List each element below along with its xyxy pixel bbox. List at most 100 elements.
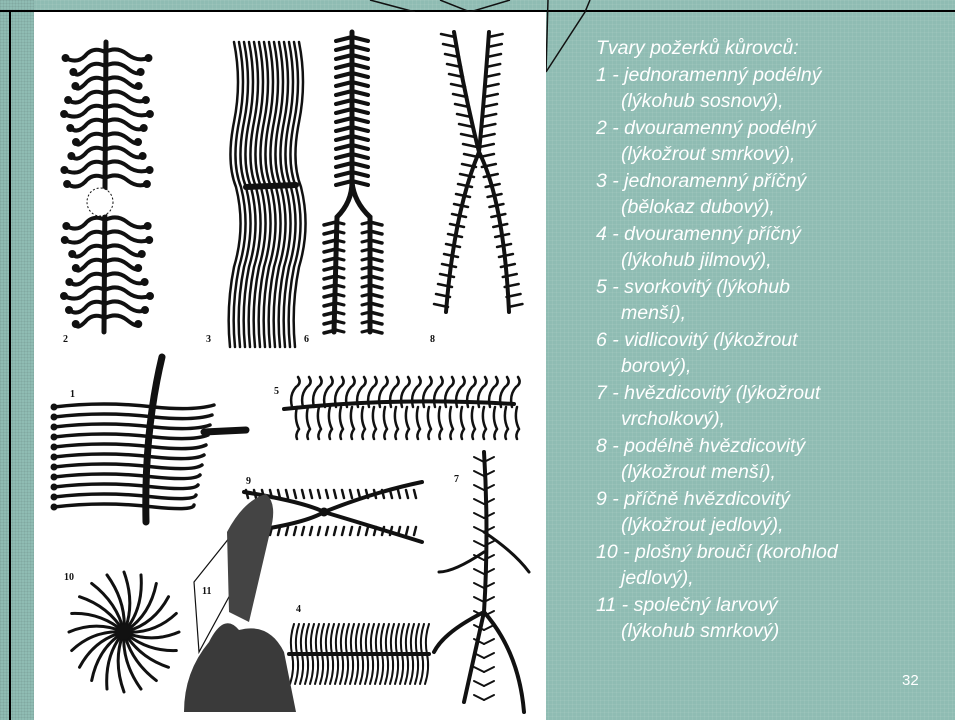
pattern-6-branch xyxy=(336,321,344,323)
pattern-1-tip xyxy=(51,504,57,510)
pattern-7-twig xyxy=(484,625,494,630)
pattern-9-twig xyxy=(318,527,320,535)
pattern-2-arm-tip xyxy=(146,167,153,174)
pattern-4-twig xyxy=(406,624,409,654)
gallery-patterns-figure: 2 3 6 8 1 5 9 7 10 11 4 xyxy=(34,12,546,720)
pattern-4-twig xyxy=(335,654,338,684)
pattern-9-twig xyxy=(326,490,328,498)
pattern-9-twig xyxy=(310,527,312,535)
pattern-2-arm xyxy=(66,218,105,229)
pattern-2-arm-tip xyxy=(62,55,69,62)
label-2: 2 xyxy=(63,334,68,345)
pattern-5-curl xyxy=(373,407,376,439)
pattern-5-curl xyxy=(384,407,387,439)
pattern-2-arm xyxy=(64,288,105,299)
pattern-9-twig xyxy=(310,490,312,498)
pattern-9-twig xyxy=(294,490,296,498)
pattern-4-twig xyxy=(381,624,384,654)
pattern-5-curl xyxy=(428,407,431,439)
pattern-2-arm xyxy=(105,287,150,297)
pattern-2-arm-tip xyxy=(67,125,74,132)
pattern-2-arm-tip xyxy=(63,223,70,230)
pattern-2-arm xyxy=(105,231,149,241)
pattern-6-branch xyxy=(362,267,370,269)
pattern-2-arm xyxy=(105,49,148,59)
pattern-9-twig xyxy=(334,490,336,498)
pattern-2-arm-tip xyxy=(72,265,79,272)
pattern-5-curl xyxy=(291,377,300,407)
pattern-9-twig xyxy=(286,527,288,535)
pattern-7-twig xyxy=(474,499,484,504)
pattern-4-twig xyxy=(340,654,343,684)
pattern-2-arm-tip xyxy=(61,167,68,174)
pattern-2-arm-tip xyxy=(135,83,142,90)
pattern-8-twig xyxy=(486,184,500,187)
pattern-7-twig xyxy=(474,541,484,546)
pattern-6-branch xyxy=(336,294,344,296)
pattern-9-twig xyxy=(350,490,352,498)
pattern-5-curl xyxy=(461,407,464,439)
pattern-2-arm-tip xyxy=(61,237,68,244)
pattern-2-arm xyxy=(105,119,144,129)
pattern-6-branch xyxy=(336,312,344,314)
pattern-2-arm-tip xyxy=(68,153,75,160)
pattern-2-arm xyxy=(105,91,146,101)
pattern-1-tip xyxy=(51,464,57,470)
caption-line: (bělokaz dubový), xyxy=(596,194,926,221)
pattern-6-branch xyxy=(336,240,344,242)
label-7: 7 xyxy=(454,474,459,485)
pattern-2-arm xyxy=(69,274,105,285)
pattern-9-twig xyxy=(350,527,352,535)
pattern-8-twig xyxy=(454,204,468,207)
pattern-7-twig xyxy=(484,639,494,644)
pattern-6-branch xyxy=(362,294,370,296)
pattern-9-twig xyxy=(302,490,304,498)
pattern-1-tip xyxy=(51,454,57,460)
label-3: 3 xyxy=(206,334,211,345)
pattern-6-branch xyxy=(362,321,370,323)
pattern-4-twig xyxy=(386,624,389,654)
label-1: 1 xyxy=(70,389,75,400)
pattern-2-arm-tip xyxy=(146,111,153,118)
caption-line: borový), xyxy=(596,353,926,380)
pattern-2-arm-tip xyxy=(142,307,149,314)
pattern-6-branch xyxy=(362,240,370,242)
pattern-2-arm xyxy=(105,77,139,87)
pattern-4-twig xyxy=(370,654,373,684)
pattern-8-twig xyxy=(499,254,513,257)
pattern-8-twig xyxy=(463,144,477,147)
pattern-2-arm xyxy=(105,245,142,255)
pattern-1-tip xyxy=(51,424,57,430)
pattern-11-larval-mass xyxy=(227,494,273,622)
pattern-9-twig xyxy=(406,527,408,535)
pattern-6-branch xyxy=(362,249,370,251)
pattern-9-twig xyxy=(334,527,336,535)
pattern-2-arm-tip xyxy=(72,321,79,328)
pattern-8-twig xyxy=(489,204,503,207)
pattern-2-arm-tip xyxy=(145,55,152,62)
pattern-8-twig xyxy=(448,234,462,237)
pattern-7-twig xyxy=(484,667,494,672)
pattern-6-branch xyxy=(336,285,344,287)
pattern-4-twig xyxy=(375,654,378,684)
pattern-5-curl xyxy=(324,377,333,407)
pattern-8-twig xyxy=(444,254,458,257)
pattern-6-branch xyxy=(362,312,370,314)
pattern-5-curl xyxy=(472,407,475,439)
caption-line: 8 - podélně hvězdicovitý xyxy=(596,433,926,460)
pattern-6-branch xyxy=(336,231,344,233)
pattern-4-twig xyxy=(420,654,423,684)
pattern-1-line xyxy=(54,444,206,449)
pattern-6-branch xyxy=(362,285,370,287)
pattern-6-branch xyxy=(336,258,344,260)
pattern-1-line xyxy=(54,504,194,509)
pattern-4-twig xyxy=(291,624,294,654)
pattern-9-twig xyxy=(342,490,344,498)
pattern-4-twig xyxy=(355,654,358,684)
pattern-2-arm-tip xyxy=(64,181,71,188)
pattern-7-branch xyxy=(484,532,529,572)
caption-text: Tvary požerků kůrovců:1 - jednoramenný p… xyxy=(596,35,926,645)
pattern-6-branch xyxy=(362,222,370,224)
pattern-2-arm xyxy=(76,134,105,145)
pattern-6-branch xyxy=(362,276,370,278)
